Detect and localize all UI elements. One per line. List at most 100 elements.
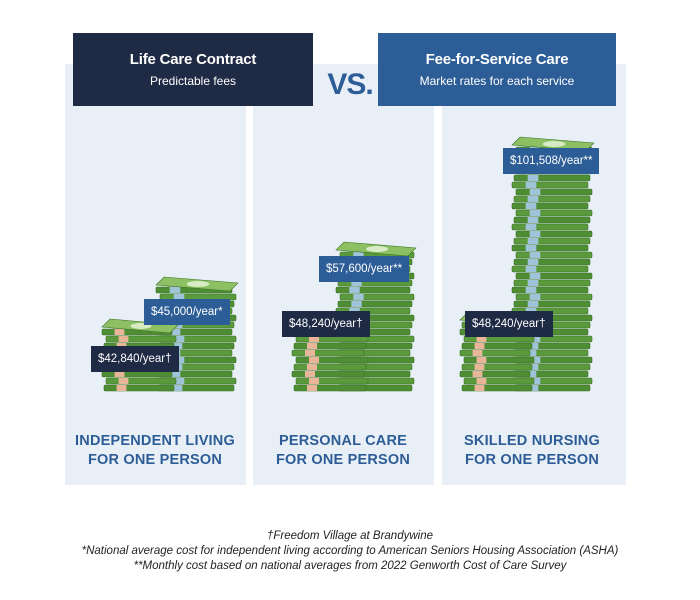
bill-band bbox=[308, 357, 320, 363]
bill bbox=[513, 279, 591, 287]
bill-band bbox=[353, 294, 364, 300]
bill-band bbox=[476, 378, 487, 384]
bill-band bbox=[527, 196, 539, 202]
bill-band bbox=[476, 357, 487, 363]
bill bbox=[511, 265, 589, 273]
price-lifecare-independent-living: $42,840/year† bbox=[91, 346, 179, 372]
bill-band bbox=[527, 385, 539, 391]
life-care-subtitle: Predictable fees bbox=[149, 74, 237, 88]
bill bbox=[513, 258, 591, 266]
bill bbox=[515, 251, 593, 259]
bill bbox=[105, 335, 177, 343]
bill-band bbox=[525, 371, 537, 377]
label-independent-living: INDEPENDENT LIVING FOR ONE PERSON bbox=[75, 433, 235, 468]
bill-band bbox=[171, 385, 183, 391]
bill-band bbox=[306, 343, 318, 349]
price-fee-independent-living: $45,000/year* bbox=[144, 299, 230, 325]
bill-band bbox=[527, 280, 539, 286]
bill-band bbox=[525, 350, 537, 356]
price-lifecare-personal-care: $48,240/year† bbox=[282, 311, 370, 337]
footnote-genworth: **Monthly cost based on national average… bbox=[133, 560, 567, 572]
bill bbox=[461, 363, 533, 371]
bill-band bbox=[173, 336, 185, 342]
bill bbox=[511, 244, 589, 252]
bill-band bbox=[308, 378, 320, 384]
bill-band bbox=[173, 357, 185, 363]
bill-band bbox=[304, 350, 316, 356]
bill-band bbox=[529, 336, 541, 342]
bill bbox=[513, 216, 591, 224]
price-fee-skilled-nursing: $101,508/year** bbox=[503, 148, 600, 174]
bill-band bbox=[529, 189, 541, 195]
bill bbox=[515, 230, 593, 238]
bill-band bbox=[527, 301, 539, 307]
bill-band bbox=[118, 378, 129, 384]
bill-band bbox=[529, 273, 541, 279]
bill-band bbox=[169, 371, 181, 377]
bill-band bbox=[118, 336, 129, 342]
label-personal-care: PERSONAL CARE FOR ONE PERSON bbox=[275, 433, 411, 468]
footnotes: †Freedom Village at Brandywine *National… bbox=[0, 529, 700, 574]
bill bbox=[511, 223, 589, 231]
bill-band bbox=[173, 294, 185, 300]
bill bbox=[291, 370, 365, 378]
bill-band bbox=[116, 385, 127, 391]
bill-band bbox=[472, 350, 483, 356]
bill-portrait bbox=[186, 281, 210, 287]
footnote-asha: *National average cost for independent l… bbox=[81, 545, 619, 557]
bill bbox=[515, 188, 593, 196]
bill bbox=[461, 342, 533, 350]
bill-band bbox=[474, 343, 485, 349]
bill-band bbox=[525, 182, 537, 188]
bill-portrait bbox=[365, 246, 389, 252]
price-lifecare-skilled-nursing: $48,240/year† bbox=[465, 311, 553, 337]
fee-for-service-subtitle: Market rates for each service bbox=[419, 74, 575, 88]
bill-band bbox=[529, 357, 541, 363]
bill-band bbox=[527, 343, 539, 349]
bill bbox=[511, 286, 589, 294]
bill bbox=[293, 384, 367, 392]
bill bbox=[511, 202, 589, 210]
bill-band bbox=[474, 385, 485, 391]
bill-band bbox=[173, 378, 185, 384]
bill-band bbox=[529, 210, 541, 216]
bill bbox=[293, 363, 367, 371]
life-care-header: Life Care Contract Predictable fees bbox=[73, 33, 313, 106]
bill-band bbox=[476, 336, 487, 342]
life-care-title: Life Care Contract bbox=[129, 51, 257, 68]
bill-band bbox=[529, 294, 541, 300]
bill-band bbox=[529, 378, 541, 384]
bill-band bbox=[304, 371, 316, 377]
panel-independent-living bbox=[65, 64, 246, 485]
bill bbox=[463, 356, 535, 364]
price-fee-personal-care: $57,600/year** bbox=[319, 256, 410, 282]
bill-band bbox=[525, 224, 537, 230]
bill bbox=[513, 174, 591, 182]
bill-band bbox=[349, 287, 360, 293]
bill-band bbox=[529, 231, 541, 237]
bill-band bbox=[308, 336, 320, 342]
bill-band bbox=[306, 385, 318, 391]
bill-band bbox=[306, 364, 318, 370]
bill-band bbox=[527, 364, 539, 370]
bill bbox=[291, 349, 365, 357]
bill-band bbox=[527, 217, 539, 223]
fee-for-service-title: Fee-for-Service Care bbox=[425, 51, 569, 68]
bill-band bbox=[351, 301, 362, 307]
bill-band bbox=[114, 371, 125, 377]
bill-band bbox=[525, 245, 537, 251]
footnote-freedom-village: †Freedom Village at Brandywine bbox=[267, 530, 433, 542]
bill-band bbox=[525, 203, 537, 209]
bill-band bbox=[474, 364, 485, 370]
bill bbox=[515, 209, 593, 217]
bill bbox=[335, 286, 411, 294]
bill-portrait bbox=[542, 141, 566, 147]
bill bbox=[511, 181, 589, 189]
bill bbox=[463, 377, 535, 385]
bill bbox=[295, 356, 369, 364]
bill bbox=[339, 293, 415, 301]
bill bbox=[459, 349, 531, 357]
label-skilled-nursing: SKILLED NURSING FOR ONE PERSON bbox=[464, 433, 600, 468]
bill bbox=[513, 300, 591, 308]
bill bbox=[515, 293, 593, 301]
